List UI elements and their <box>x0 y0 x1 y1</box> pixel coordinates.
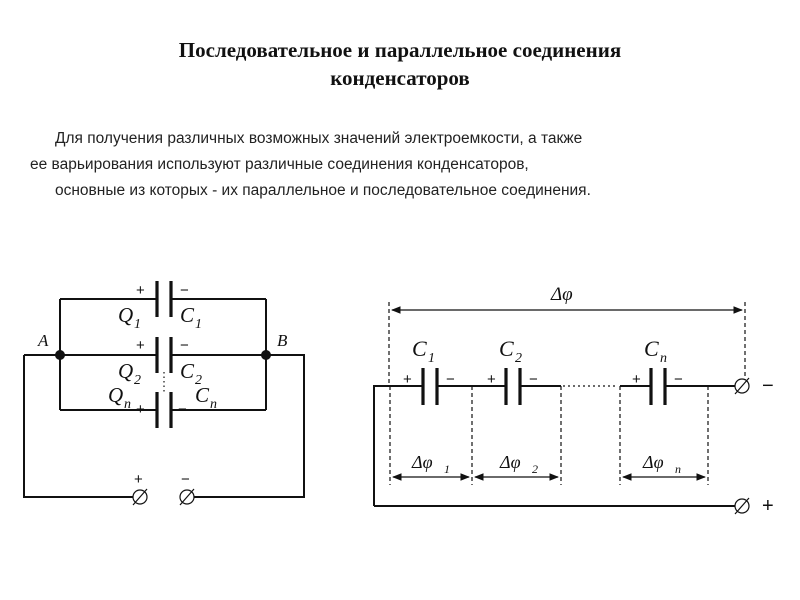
series-cap-1-plus: + <box>403 371 412 388</box>
cap-2-subscript: 2 <box>195 373 202 388</box>
total-potential-label: Δφ <box>550 284 573 305</box>
series-cap-1-minus: − <box>446 371 455 388</box>
node-b-label: B <box>277 331 288 350</box>
cap-n-label: C <box>195 383 210 407</box>
charge-2-label: Q <box>118 359 133 383</box>
charge-n-label: Q <box>108 383 123 407</box>
cap-2-plus: + <box>136 337 145 354</box>
charge-1-subscript: 1 <box>134 317 141 332</box>
intro-line-3: основные из которых - их параллельное и … <box>55 182 591 199</box>
terminal-plus-icon <box>132 488 148 506</box>
charge-n-subscript: n <box>124 397 131 412</box>
charge-2-subscript: 2 <box>134 373 141 388</box>
dphi-1-subscript: 1 <box>444 462 450 476</box>
series-cap-n-subscript: n <box>660 351 667 366</box>
dphi-1-label: Δφ <box>411 452 433 472</box>
intro-line-1: Для получения различных возможных значен… <box>55 130 583 147</box>
intro-paragraph: Для получения различных возможных значен… <box>20 126 780 204</box>
series-terminal-minus-icon <box>734 377 750 395</box>
series-cap-2-minus: − <box>529 371 538 388</box>
cap-n-subscript: n <box>210 397 217 412</box>
series-cap-n-minus: − <box>674 371 683 388</box>
dphi-2-subscript: 2 <box>532 462 538 476</box>
series-cap-n-label: C <box>644 336 659 361</box>
cap-2-label: C <box>180 359 195 383</box>
cap-1-label: C <box>180 303 195 327</box>
dphi-n-label: Δφ <box>642 452 664 472</box>
node-a-dot <box>55 350 65 360</box>
node-a-label: A <box>37 331 49 350</box>
series-circuit: Δφ <box>373 284 774 517</box>
series-cap-1-label: C <box>412 336 427 361</box>
cap-1-plus: + <box>136 282 145 299</box>
title-line-1: Последовательное и параллельное соединен… <box>178 38 622 62</box>
series-terminal-minus-label: − <box>762 375 774 397</box>
series-cap-2-plus: + <box>487 371 496 388</box>
intro-line-2: ее варьирования используют различные сое… <box>30 156 529 173</box>
dphi-n-subscript: n <box>675 462 681 476</box>
terminal-minus-icon <box>179 488 195 506</box>
series-cap-n-plus: + <box>632 371 641 388</box>
cap-1-minus: − <box>180 282 189 299</box>
cap-1-subscript: 1 <box>195 317 202 332</box>
dphi-2-label: Δφ <box>499 452 521 472</box>
series-cap-2-label: C <box>499 336 514 361</box>
title-line-2: конденсаторов <box>330 66 470 90</box>
slide-title: Последовательное и параллельное соединен… <box>60 36 740 92</box>
terminal-minus-label: − <box>181 471 190 488</box>
series-terminal-plus-icon <box>734 497 750 515</box>
series-cap-1-subscript: 1 <box>428 351 435 366</box>
series-terminal-plus-label: + <box>762 495 774 517</box>
charge-1-label: Q <box>118 303 133 327</box>
series-main-wire <box>373 385 735 506</box>
parallel-circuit: A B + − Q 1 C 1 + − Q 2 C 2 Q n + − C n … <box>23 281 305 506</box>
cap-n-plus: + <box>136 401 145 418</box>
series-cap-2-subscript: 2 <box>515 351 522 366</box>
node-b-dot <box>261 350 271 360</box>
terminal-plus-label: + <box>134 471 143 488</box>
cap-2-minus: − <box>180 337 189 354</box>
cap-n-minus: − <box>178 401 187 418</box>
parallel-outer-loop <box>23 354 305 498</box>
